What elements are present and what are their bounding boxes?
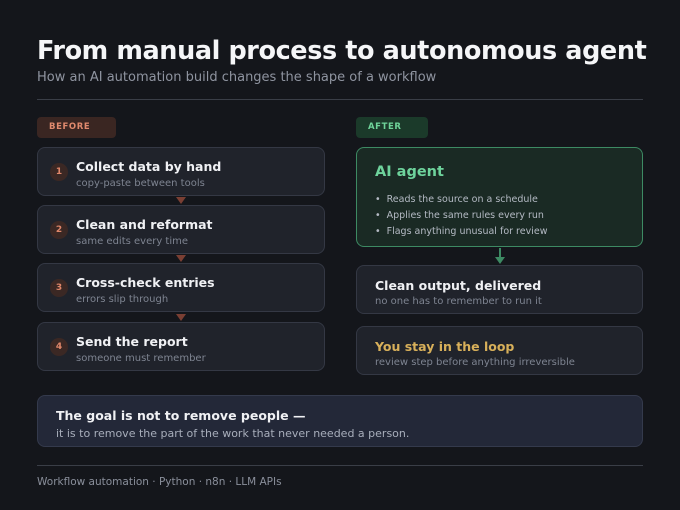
before-step-2: 2 Clean and reformat same edits every ti… [37,205,325,254]
page-title: From manual process to autonomous agent [37,36,647,66]
goal-title: The goal is not to remove people — [56,408,306,423]
arrow-down-icon [176,197,186,204]
loop-card: You stay in the loop review step before … [356,326,643,375]
step-title: Clean and reformat [76,217,213,232]
step-number-badge: 3 [50,279,68,297]
step-title: Send the report [76,334,188,349]
arrow-down-icon [176,314,186,321]
bullet-icon: • [375,194,381,205]
agent-feature-list: •Reads the source on a schedule •Applies… [375,192,547,240]
step-title: Cross-check entries [76,275,215,290]
footer-text: Workflow automation · Python · n8n · LLM… [37,476,282,488]
goal-subtitle: it is to remove the part of the work tha… [56,427,410,440]
connector-line [499,248,501,258]
before-step-4: 4 Send the report someone must remember [37,322,325,371]
step-number-badge: 1 [50,163,68,181]
step-number-badge: 2 [50,221,68,239]
step-subtitle: copy-paste between tools [76,178,205,189]
bullet-icon: • [375,226,381,237]
agent-feature-item: •Applies the same rules every run [375,210,544,221]
step-subtitle: errors slip through [76,294,169,305]
output-title: Clean output, delivered [375,278,542,293]
ai-agent-card: AI agent •Reads the source on a schedule… [356,147,643,247]
agent-title: AI agent [375,164,444,180]
before-step-1: 1 Collect data by hand copy-paste betwee… [37,147,325,196]
step-title: Collect data by hand [76,159,222,174]
step-subtitle: someone must remember [76,353,206,364]
header-divider [37,99,643,100]
bullet-icon: • [375,210,381,221]
step-number-badge: 4 [50,338,68,356]
agent-feature-item: •Reads the source on a schedule [375,194,538,205]
loop-title: You stay in the loop [375,339,515,354]
output-card: Clean output, delivered no one has to re… [356,265,643,314]
before-label: BEFORE [37,117,116,138]
footer-divider [37,465,643,466]
page-subtitle: How an AI automation build changes the s… [37,70,437,85]
after-label: AFTER [356,117,428,138]
before-step-3: 3 Cross-check entries errors slip throug… [37,263,325,312]
loop-subtitle: review step before anything irreversible [375,357,575,368]
arrow-down-icon [495,257,505,264]
arrow-down-icon [176,255,186,262]
goal-banner: The goal is not to remove people — it is… [37,395,643,447]
output-subtitle: no one has to remember to run it [375,296,542,307]
agent-feature-item: •Flags anything unusual for review [375,226,548,237]
step-subtitle: same edits every time [76,236,189,247]
